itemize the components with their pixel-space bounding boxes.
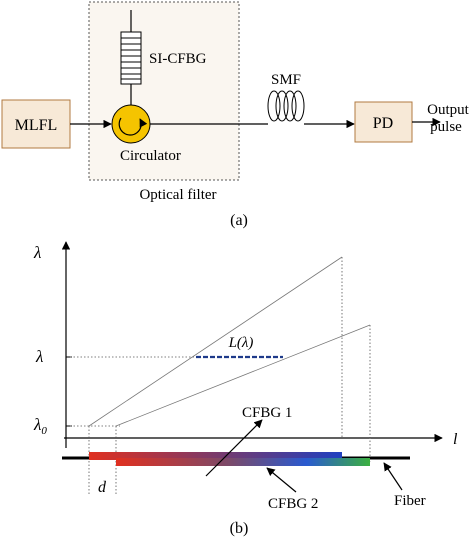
smf-coil-icon <box>267 90 305 122</box>
fiber-label: Fiber <box>394 493 426 509</box>
x-axis-label: l <box>453 431 458 448</box>
cfbg1-label: CFBG 1 <box>242 405 292 421</box>
panel-b: λ l λ λ0 L(λ) CFBG 1 CFBG 2 <box>33 241 458 537</box>
mlfl-box <box>1 99 71 149</box>
d-label: d <box>98 479 107 496</box>
smf-label: SMF <box>271 72 301 88</box>
lambda-label: λ <box>35 347 43 366</box>
optical-filter-box <box>88 1 240 181</box>
si-cfbg-label: SI-CFBG <box>149 51 207 67</box>
cfbg1-pointer <box>205 419 263 477</box>
grating-lines <box>121 37 141 80</box>
circulator-arrow-icon <box>118 117 148 136</box>
output-label-line1: Output <box>427 102 470 118</box>
panel-a: MLFL SI-CFBG Circulator <box>1 1 470 229</box>
mlfl-label: MLFL <box>15 117 58 134</box>
fiber-pointer <box>383 462 403 491</box>
caption-b: (b) <box>230 520 249 537</box>
cfbg2-bar <box>116 458 370 466</box>
si-cfbg-grating <box>120 31 142 85</box>
cfbg2-pointer <box>266 467 297 493</box>
output-label-line2: pulse <box>430 119 462 135</box>
lambda0-label: λ0 <box>33 415 47 437</box>
cfbg2-label: CFBG 2 <box>268 496 318 512</box>
cfbg1-bar <box>89 452 342 460</box>
caption-a: (a) <box>230 212 248 229</box>
circulator-icon <box>111 104 151 144</box>
pd-label: PD <box>373 115 393 132</box>
cfbg2-delay-line <box>115 324 371 427</box>
circulator-label: Circulator <box>120 148 181 164</box>
y-axis-label: λ <box>33 243 41 262</box>
cfbg1-delay-line <box>88 256 343 427</box>
optical-filter-label: Optical filter <box>139 187 216 203</box>
l-lambda-label: L(λ) <box>228 335 254 351</box>
